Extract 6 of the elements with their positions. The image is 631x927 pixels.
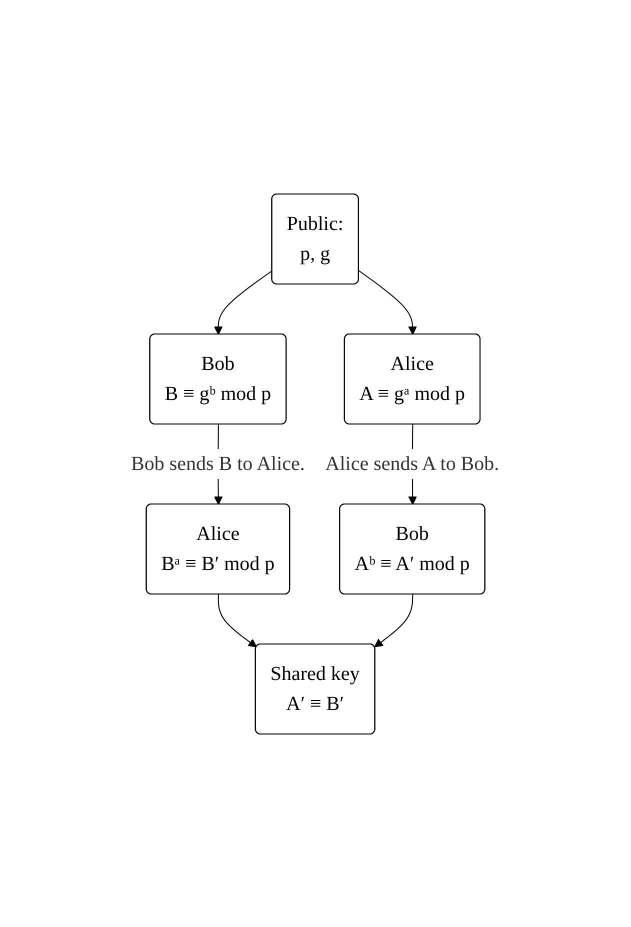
arrow: [214, 270, 274, 334]
arrow: [374, 594, 414, 647]
edge-label: Alice sends A to Bob.: [326, 452, 500, 474]
edge-label: Bob sends B to Alice.: [131, 452, 306, 474]
arrow: [218, 594, 258, 647]
arrow: [358, 270, 418, 334]
